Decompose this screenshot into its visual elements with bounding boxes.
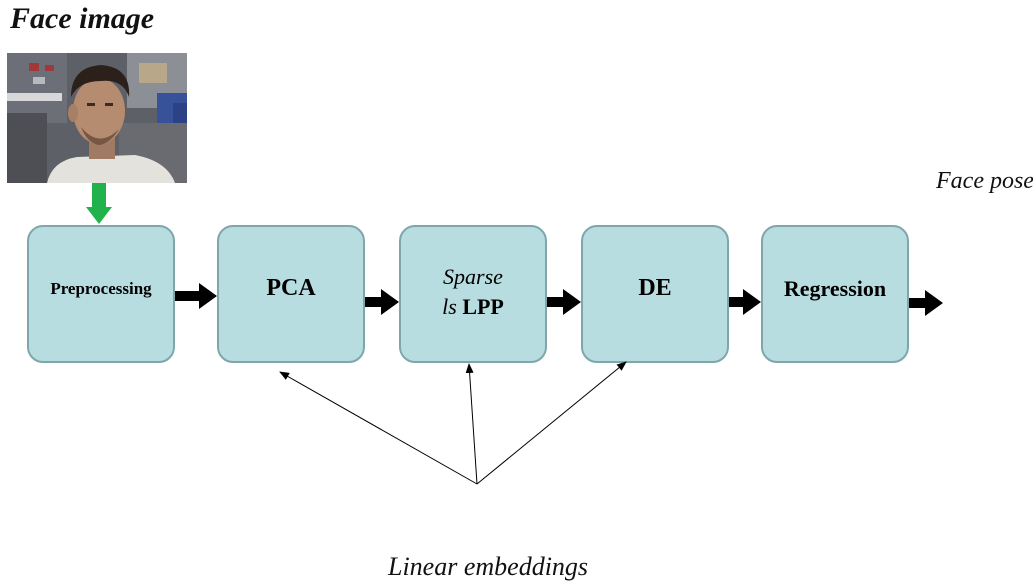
de-label: DE (638, 274, 672, 301)
ls-label: ls (442, 294, 457, 319)
linear-embeddings-caption: Linear embeddings (388, 552, 589, 581)
lpp-label: LPP (462, 294, 504, 319)
regression-box: Regression (761, 225, 909, 363)
sparse-ls-lpp-box: Sparse ls LPP (399, 225, 547, 363)
preprocessing-label: Preprocessing (50, 279, 152, 298)
embedding-arrow-de (476, 361, 627, 485)
regression-label: Regression (783, 276, 887, 301)
embedding-arrow-pca (279, 371, 478, 485)
input-arrow (86, 183, 112, 224)
arrow-pca-to-sparse (365, 289, 399, 315)
arrow-de-to-regression (729, 289, 761, 315)
de-box: DE (581, 225, 729, 363)
face-photo (7, 53, 187, 183)
arrow-regression-output (909, 290, 943, 316)
sparse-label: Sparse (443, 264, 503, 289)
arrow-preprocessing-to-pca (175, 283, 217, 309)
face-pose-label: Face pose (936, 168, 1033, 194)
face-image-title: Face image (10, 2, 155, 35)
arrow-sparse-to-de (547, 289, 581, 315)
embedding-arrow-sparse (465, 363, 478, 485)
pca-label: PCA (266, 274, 316, 301)
preprocessing-box: Preprocessing (27, 225, 175, 363)
face-photo-graphic (7, 53, 187, 183)
sparse-ls-lpp-label: Sparse ls LPP (442, 262, 504, 322)
pca-box: PCA (217, 225, 365, 363)
